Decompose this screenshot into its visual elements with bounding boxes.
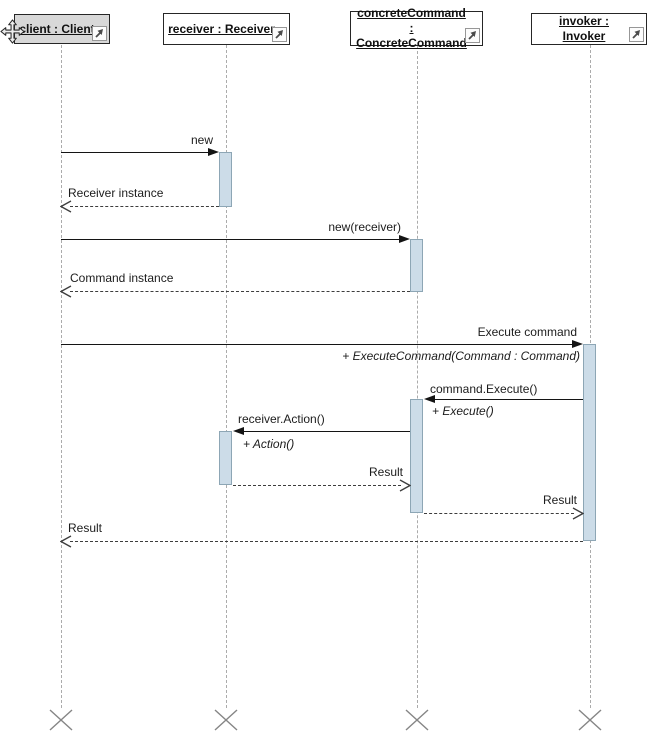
message-execute-command[interactable] (61, 344, 572, 345)
message-result-2[interactable] (424, 513, 574, 514)
activation-receiver-2[interactable] (219, 431, 232, 485)
message-command-execute[interactable] (435, 399, 583, 400)
lifeline-head-client[interactable]: client : Client (14, 14, 110, 44)
operation-label: + Action() (243, 437, 295, 451)
move-cursor-icon (0, 19, 25, 44)
arrowhead-icon (399, 235, 410, 243)
operation-label: + ExecuteCommand(Command : Command) (342, 349, 580, 363)
lifeline-label: invoker : Invoker (558, 14, 609, 43)
navigate-arrow-icon[interactable] (272, 27, 287, 42)
lifeline-receiver[interactable] (226, 45, 227, 708)
message-command-instance[interactable] (70, 291, 410, 292)
message-label: command.Execute() (430, 382, 538, 396)
lifeline-concretecommand[interactable] (417, 46, 418, 708)
operation-label: + Execute() (432, 404, 494, 418)
arrowhead-icon (572, 340, 583, 348)
message-label: new(receiver) (328, 220, 401, 234)
message-label: Execute command (477, 325, 577, 339)
message-label: Result (368, 465, 403, 479)
navigate-arrow-icon[interactable] (629, 27, 644, 42)
activation-receiver-1[interactable] (219, 152, 232, 207)
activation-concretecommand-2[interactable] (410, 399, 423, 513)
message-receiver-action[interactable] (244, 431, 410, 432)
x-mark-icon[interactable] (403, 708, 431, 732)
message-receiver-instance[interactable] (70, 206, 219, 207)
message-result-1[interactable] (233, 485, 401, 486)
lifeline-head-invoker[interactable]: invoker : Invoker (531, 13, 647, 45)
lifeline-head-concretecommand[interactable]: concreteCommand : ConcreteCommand (350, 6, 483, 50)
lifeline-label: receiver : Receiver (168, 21, 275, 36)
lifeline-client[interactable] (61, 45, 62, 708)
navigate-arrow-icon[interactable] (92, 26, 107, 41)
message-label: Result (542, 493, 577, 507)
lifeline-label: concreteCommand : ConcreteCommand (356, 6, 467, 50)
message-new[interactable] (61, 152, 208, 153)
arrowhead-icon (424, 395, 435, 403)
open-arrowhead-icon (59, 200, 72, 213)
message-label: Receiver instance (68, 186, 164, 200)
message-label: Command instance (70, 271, 174, 285)
message-new-receiver[interactable] (61, 239, 399, 240)
message-result-3[interactable] (70, 541, 583, 542)
open-arrowhead-icon (572, 507, 585, 520)
open-arrowhead-icon (59, 285, 72, 298)
lifeline-label: client : Client (19, 21, 95, 36)
lifeline-head-receiver[interactable]: receiver : Receiver (163, 13, 290, 45)
activation-invoker[interactable] (583, 344, 596, 541)
message-label: Result (68, 521, 103, 535)
x-mark-icon[interactable] (576, 708, 604, 732)
x-mark-icon[interactable] (212, 708, 240, 732)
message-label: receiver.Action() (238, 412, 325, 426)
navigate-arrow-icon[interactable] (465, 28, 480, 43)
activation-concretecommand-1[interactable] (410, 239, 423, 292)
message-label: new (190, 133, 213, 147)
arrowhead-icon (233, 427, 244, 435)
x-mark-icon[interactable] (47, 708, 75, 732)
open-arrowhead-icon (59, 535, 72, 548)
open-arrowhead-icon (399, 479, 412, 492)
arrowhead-icon (208, 148, 219, 156)
